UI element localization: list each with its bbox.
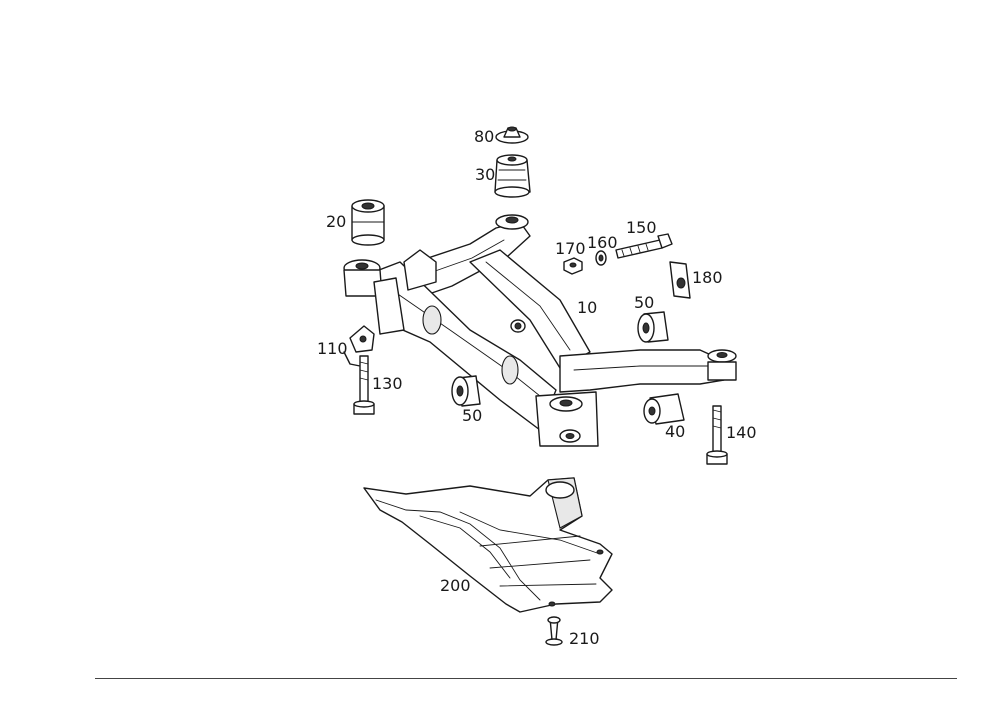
part-150-bolt[interactable] (615, 233, 673, 259)
footer-divider (95, 678, 957, 679)
part-170-nut[interactable] (563, 257, 583, 275)
callout-160: 160 (587, 233, 618, 252)
callout-80: 80 (474, 127, 495, 146)
callout-180: 180 (692, 268, 723, 287)
callout-40: 40 (665, 422, 686, 441)
part-140-bolt[interactable] (706, 405, 728, 465)
part-130-bolt[interactable] (353, 355, 375, 415)
part-200-underbody-panel[interactable] (363, 477, 613, 613)
callout-50-right: 50 (634, 293, 655, 312)
callout-30: 30 (475, 165, 496, 184)
part-10-axle-carrier[interactable] (343, 214, 737, 447)
part-110-bracket[interactable] (343, 325, 375, 367)
part-80-stop-washer[interactable] (495, 126, 529, 144)
part-20-rubber-mount[interactable] (351, 199, 385, 246)
part-50-rubber-mount-left[interactable] (451, 375, 481, 407)
part-160-washer[interactable] (595, 250, 607, 266)
callout-150: 150 (626, 218, 657, 237)
part-50-rubber-mount-right[interactable] (637, 311, 669, 343)
part-40-rubber-mount[interactable] (643, 393, 685, 425)
callout-20: 20 (326, 212, 347, 231)
callout-10: 10 (577, 298, 598, 317)
part-30-rubber-mount[interactable] (494, 154, 531, 198)
part-180-bracket[interactable] (669, 261, 691, 299)
callout-210: 210 (569, 629, 600, 648)
callout-130: 130 (372, 374, 403, 393)
callout-110: 110 (317, 339, 348, 358)
callout-170: 170 (555, 239, 586, 258)
callout-140: 140 (726, 423, 757, 442)
callout-200: 200 (440, 576, 471, 595)
part-210-clip[interactable] (545, 616, 563, 646)
callout-50-left: 50 (462, 406, 483, 425)
